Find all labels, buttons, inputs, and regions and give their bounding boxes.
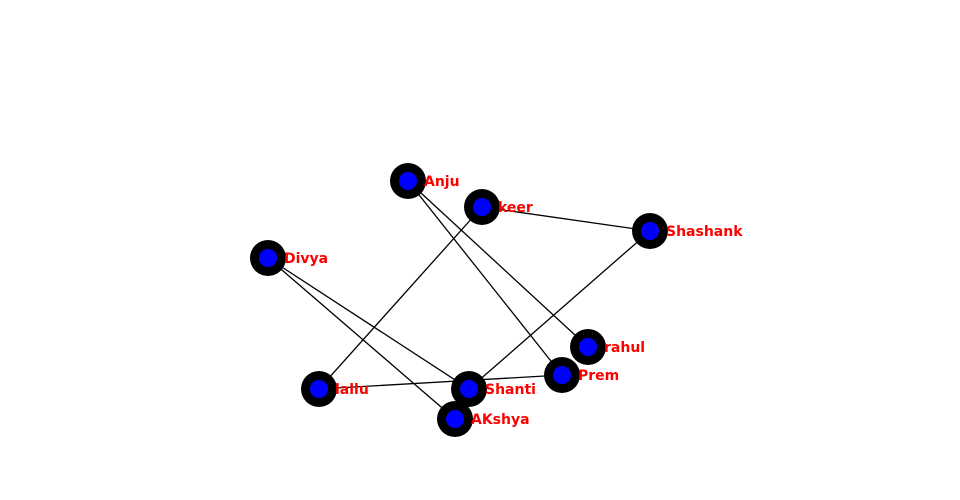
node-keer[interactable]: keer <box>464 189 533 225</box>
node-inner-dot <box>553 366 571 384</box>
edge-keer-shashank <box>481 206 651 232</box>
node-label-lallu: lallu <box>335 382 369 398</box>
node-label-anju: Anju <box>424 174 460 190</box>
node-inner-dot <box>579 338 597 356</box>
node-akshya[interactable]: AKshya <box>437 401 530 437</box>
edge-anju-prem <box>407 180 563 376</box>
edge-layer <box>267 180 651 420</box>
node-inner-dot <box>641 222 659 240</box>
node-label-rahul: rahul <box>604 340 645 356</box>
node-lallu[interactable]: lallu <box>301 371 369 407</box>
node-label-akshya: AKshya <box>471 412 530 428</box>
node-label-shanti: Shanti <box>485 382 536 398</box>
node-inner-dot <box>399 172 417 190</box>
edge-divya-shanti <box>267 257 470 390</box>
node-inner-dot <box>460 380 478 398</box>
node-rahul[interactable]: rahul <box>570 329 645 365</box>
edge-lallu-prem <box>318 374 563 390</box>
node-shashank[interactable]: Shashank <box>632 213 743 249</box>
node-label-keer: keer <box>498 200 533 216</box>
node-inner-dot <box>259 249 277 267</box>
node-inner-dot <box>446 410 464 428</box>
node-label-prem: Prem <box>578 368 619 384</box>
edge-anju-rahul <box>407 180 589 348</box>
node-label-divya: Divya <box>284 251 328 267</box>
node-inner-dot <box>310 380 328 398</box>
node-anju[interactable]: Anju <box>390 163 460 199</box>
node-label-shashank: Shashank <box>666 224 743 240</box>
edge-divya-akshya <box>267 257 456 420</box>
node-inner-dot <box>473 198 491 216</box>
node-prem[interactable]: Prem <box>544 357 619 393</box>
node-shanti[interactable]: Shanti <box>451 371 536 407</box>
node-divya[interactable]: Divya <box>250 240 328 276</box>
edge-shashank-shanti <box>468 230 651 390</box>
edge-keer-lallu <box>318 206 483 390</box>
